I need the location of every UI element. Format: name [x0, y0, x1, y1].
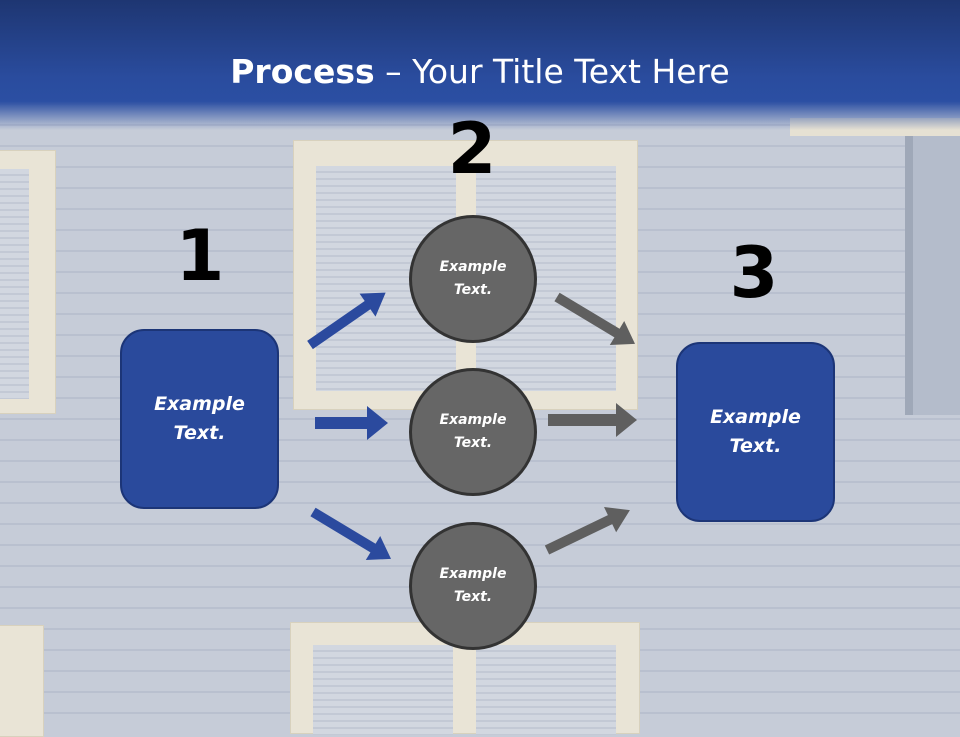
- arrow-blue-right: [315, 406, 388, 440]
- arrow-blue-up: [307, 292, 386, 350]
- arrow-gray-down: [554, 292, 636, 346]
- arrow-gray-up: [544, 507, 630, 555]
- slide-title: Process – Your Title Text Here: [0, 52, 960, 91]
- step-number-1: 1: [175, 215, 225, 297]
- circle-text-line2: Text.: [453, 435, 493, 451]
- circle-text-line1: Example: [439, 566, 507, 582]
- arrow-blue-down: [310, 507, 392, 561]
- title-bar: [0, 0, 960, 130]
- step-3-text-line1: Example: [710, 406, 801, 428]
- window: [0, 150, 56, 414]
- wall-trim: [905, 130, 960, 415]
- step-3-text-line2: Text.: [729, 435, 782, 457]
- step-1-text-line2: Text.: [173, 422, 226, 444]
- title-rest: – Your Title Text Here: [374, 52, 730, 91]
- circle-text-line2: Text.: [453, 589, 493, 605]
- title-bold: Process: [230, 52, 375, 91]
- circle-text-line1: Example: [439, 259, 507, 275]
- circle-text-line1: Example: [439, 412, 507, 428]
- arrows: [307, 292, 637, 561]
- arrow-gray-right: [548, 403, 637, 437]
- step-1-text-line1: Example: [154, 393, 245, 415]
- circle-text-line2: Text.: [453, 282, 493, 298]
- step-number-3: 3: [729, 232, 779, 314]
- step-number-2: 2: [447, 108, 497, 190]
- window: [0, 625, 44, 737]
